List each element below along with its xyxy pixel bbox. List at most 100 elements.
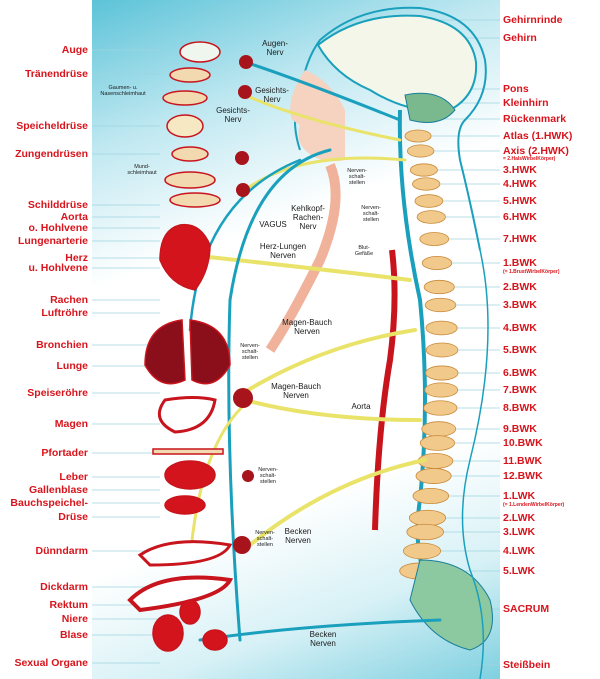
nerve-annotation: Aorta (351, 402, 371, 411)
vertebra (419, 435, 456, 451)
label: 4.LWK (503, 545, 536, 557)
eye (179, 41, 221, 63)
leader-lines (92, 19, 500, 666)
label: Speicheldrüse (16, 120, 88, 132)
nerve-annotation: Herz-Lungen Nerven (259, 242, 307, 260)
label: 6.HWK (503, 211, 537, 223)
nerve-annotation: Nerven- schalt- stellen (258, 467, 278, 485)
label: 4.HWK (503, 178, 537, 190)
nerves (188, 60, 442, 642)
label: Gehirn (503, 32, 537, 44)
vertebra (404, 129, 432, 143)
lungs (144, 319, 231, 385)
label: 5.BWK (503, 344, 537, 356)
nerve-annotation: Becken Nerven (284, 527, 312, 545)
label: Blase (59, 629, 88, 641)
label: Steißbein (503, 659, 551, 671)
pancreas (164, 495, 206, 515)
nerve-annotation: Nerven- schalt- stellen (347, 168, 367, 186)
label: Auge (61, 44, 88, 56)
label: Sexual Organe (14, 657, 88, 669)
label: Gehirnrinde (503, 14, 563, 26)
vertebra (409, 163, 438, 177)
label: (= 1.LendenWirbelKörper) (503, 502, 565, 508)
label: Lunge (56, 360, 89, 372)
nerve-annotation: Nerven- schalt- stellen (240, 343, 260, 361)
label: Kleinhirn (503, 97, 549, 109)
vertebra (425, 342, 459, 358)
label: Bronchien (36, 339, 88, 351)
vertebra (403, 542, 442, 560)
label: Zungendrüsen (15, 148, 88, 160)
large-intestine (127, 575, 234, 613)
ganglia (233, 55, 254, 554)
label: 2.BWK (503, 281, 537, 293)
nerve-annotation: Gaumen- u. Nasenschleimhaut (100, 85, 146, 97)
label: 1.LWK (503, 490, 536, 502)
label: 7.BWK (503, 384, 537, 396)
label: Rektum (49, 599, 88, 611)
label: Schilddrüse (27, 199, 88, 211)
sacrum (409, 559, 493, 651)
label: Dünndarm (35, 545, 89, 557)
nerve-annotation: Blut- Gefäße (354, 245, 374, 257)
label: Speiseröhre (27, 387, 88, 399)
kidney (179, 599, 201, 625)
label: 3.LWK (503, 526, 536, 538)
nasal-mucosa (162, 90, 208, 106)
nerve-annotation: Becken Nerven (309, 630, 337, 648)
sexual-organs (202, 629, 228, 651)
label: 6.BWK (503, 367, 537, 379)
label: Tränendrüse (24, 68, 88, 80)
label: 5.HWK (503, 195, 537, 207)
label: 9.BWK (503, 423, 537, 435)
vertebra (421, 256, 453, 270)
label: = 2.HalsWirbelKörper) (503, 156, 556, 162)
label: 8.BWK (503, 402, 537, 414)
label: 7.HWK (503, 233, 537, 245)
aorta (372, 249, 398, 531)
nerve-annotation: Nerven- schalt- stellen (361, 205, 381, 223)
label: 12.BWK (503, 470, 543, 482)
vertebra (421, 421, 457, 437)
vertebra (412, 487, 450, 505)
label: Pfortader (41, 447, 88, 459)
label: Bauchspeichel- (10, 497, 88, 509)
label: Atlas (1.HWK) (503, 130, 573, 142)
vertebra (419, 232, 450, 246)
nerve-annotation: VAGUS (259, 220, 287, 229)
thyroid (169, 192, 221, 208)
lacrimal-gland (169, 67, 211, 83)
label: 5.LWK (503, 565, 536, 577)
cerebellum (404, 92, 456, 123)
stomach (157, 396, 217, 434)
vertebral-column (399, 129, 459, 580)
bladder (152, 614, 184, 652)
label: Magen (54, 418, 88, 430)
small-intestine (137, 540, 233, 567)
vertebra (425, 320, 458, 336)
heart (159, 223, 211, 291)
label: u. Hohlvene (28, 262, 88, 274)
label: Herz (65, 252, 88, 264)
nerve-annotation: Magen-Bauch Nerven (282, 318, 332, 336)
label: Niere (61, 613, 88, 625)
vertebra (416, 210, 446, 224)
label: 10.BWK (503, 437, 543, 449)
label: Axis (2.HWK) (503, 145, 569, 157)
back-outline (461, 249, 489, 679)
organs (127, 41, 234, 652)
label: Leber (59, 471, 88, 483)
label: Rachen (50, 294, 88, 306)
vertebra (425, 365, 459, 381)
nerve-annotation: Magen-Bauch Nerven (271, 382, 321, 400)
label: SACRUM (503, 603, 550, 615)
label: Pons (503, 83, 529, 95)
vertebra (414, 194, 444, 208)
vertebra (424, 382, 459, 398)
vertebra (423, 400, 458, 416)
label: 1.BWK (503, 257, 537, 269)
label: 4.BWK (503, 322, 537, 334)
label: Rückenmark (503, 113, 567, 125)
